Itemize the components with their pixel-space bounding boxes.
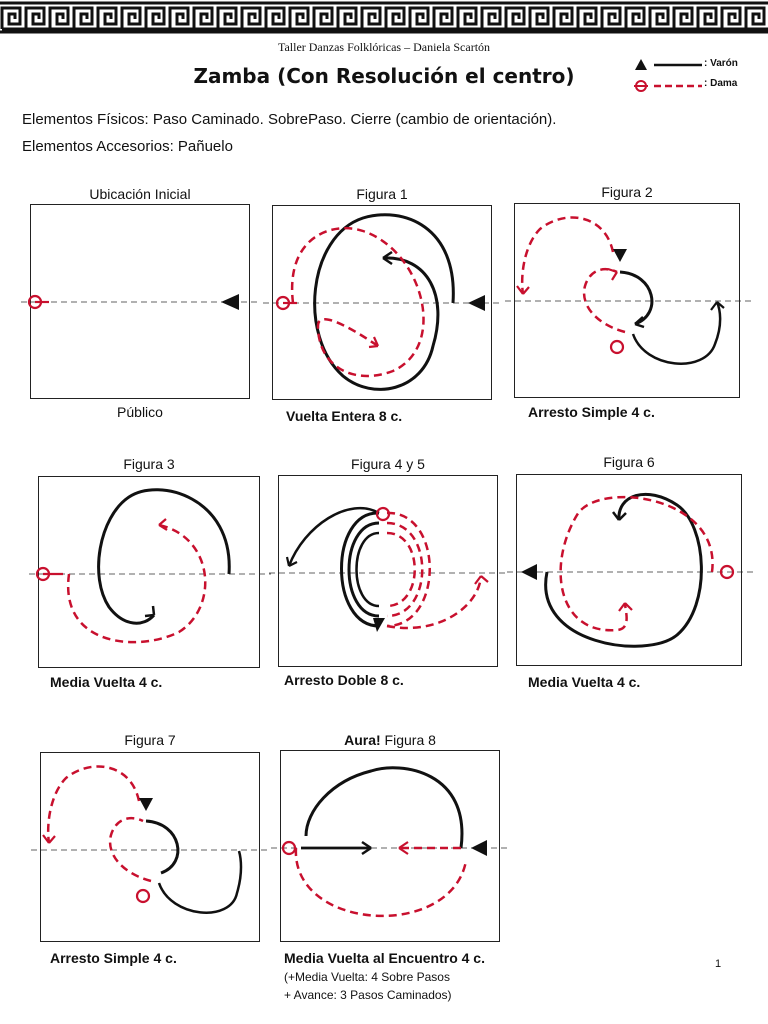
caption-figura-8: Media Vuelta al Encuentro 4 c. [284, 950, 485, 966]
caption-publico: Público [117, 404, 163, 420]
greek-key-motif [408, 6, 430, 29]
greek-key-motif [24, 6, 46, 29]
legend-dama-label: : Dama [704, 78, 738, 89]
dama-marker [27, 294, 49, 310]
greek-key-motif [312, 6, 334, 29]
figure-title-1: Figura 1 [356, 186, 408, 202]
caption-figura-4-5: Arresto Doble 8 c. [284, 672, 404, 688]
diagram-figura-2 [505, 203, 751, 398]
accessory-elements: Elementos Accesorios: Pañuelo [22, 138, 233, 155]
greek-key-motif [528, 6, 550, 29]
caption-figura-2: Arresto Simple 4 c. [528, 404, 655, 420]
caption-figura-6: Media Vuelta 4 c. [528, 674, 641, 690]
figure-title-3: Figura 3 [123, 456, 175, 472]
greek-key-motif [48, 6, 70, 29]
greek-key-motif [384, 6, 406, 29]
greek-key-motif [576, 6, 598, 29]
figure-title-initial: Ubicación Inicial [89, 186, 191, 202]
greek-key-motif [360, 6, 382, 29]
greek-key-motif [192, 6, 214, 29]
diagram-figura-8 [271, 750, 511, 942]
greek-key-motif [480, 6, 502, 29]
greek-key-motif [216, 6, 238, 29]
greek-key-motif [288, 6, 310, 29]
legend: : Varón : Dama [632, 56, 768, 96]
greek-key-motif [96, 6, 118, 29]
greek-key-motif [552, 6, 574, 29]
dama-line-icon [634, 80, 702, 92]
figure-title-8: Aura! Figura 8 [280, 732, 500, 748]
greek-key-motif [696, 6, 718, 29]
legend-varon-label: : Varón [704, 58, 738, 69]
caption-figura-7: Arresto Simple 4 c. [50, 950, 177, 966]
caption-figura-3: Media Vuelta 4 c. [50, 674, 163, 690]
greek-key-motif [120, 6, 142, 29]
page-title: Zamba (Con Resolución el centro) [193, 64, 575, 88]
figure-title-7: Figura 7 [124, 732, 176, 748]
greek-key-motif [720, 6, 742, 29]
greek-key-motif [144, 6, 166, 29]
diagram-figura-1 [263, 205, 503, 400]
figure-title-6: Figura 6 [603, 454, 655, 470]
physical-elements: Elementos Físicos: Paso Caminado. SobreP… [22, 111, 557, 128]
legend-varon: : Varón [632, 58, 768, 74]
greek-key-motif [504, 6, 526, 29]
diagram-initial [21, 204, 261, 399]
greek-key-motif [600, 6, 622, 29]
diagram-figura-7 [31, 752, 271, 942]
caption-figura-1: Vuelta Entera 8 c. [286, 408, 403, 424]
diagram-figura-6 [507, 474, 753, 666]
aura-label: Aura! [344, 732, 381, 748]
figure-8-label: Figura 8 [384, 732, 436, 748]
greek-key-motif [0, 6, 22, 29]
diagram-figura-4-5 [269, 475, 509, 667]
greek-key-motif [672, 6, 694, 29]
greek-key-motif [72, 6, 94, 29]
varon-line-icon [635, 59, 702, 70]
note-line-2: + Avance: 3 Pasos Caminados) [284, 988, 452, 1002]
diagram-figura-3 [29, 476, 271, 668]
greek-key-border [0, 0, 768, 36]
greek-key-motif [336, 6, 358, 29]
greek-key-motif [456, 6, 478, 29]
page-number: 1 [715, 958, 722, 970]
legend-dama: : Dama [632, 78, 768, 94]
figure-title-2: Figura 2 [601, 184, 653, 200]
varon-marker [221, 294, 239, 310]
header-subtitle: Taller Danzas Folklóricas – Daniela Scar… [277, 40, 491, 54]
note-line-1: (+Media Vuelta: 4 Sobre Pasos [284, 970, 450, 984]
greek-key-motif [432, 6, 454, 29]
greek-key-motif [744, 6, 766, 29]
greek-key-motif [264, 6, 286, 29]
greek-key-motif [240, 6, 262, 29]
greek-key-motif [648, 6, 670, 29]
greek-key-motif [168, 6, 190, 29]
figure-title-4-5: Figura 4 y 5 [351, 456, 425, 472]
greek-key-motif [624, 6, 646, 29]
